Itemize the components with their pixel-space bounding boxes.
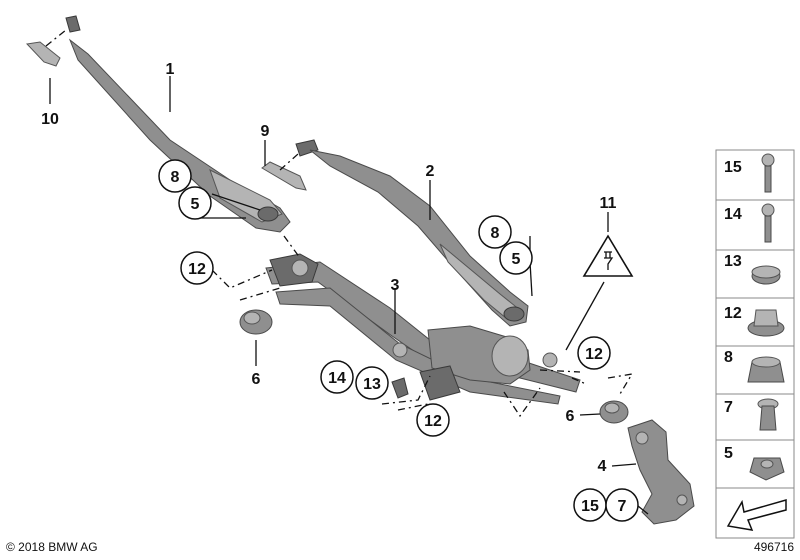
assembly-lines [211, 235, 634, 418]
svg-text:5: 5 [512, 251, 521, 268]
legend-row-15: 15 [715, 149, 795, 201]
callout-15: 15 [573, 488, 607, 522]
svg-text:14: 14 [328, 370, 346, 387]
svg-text:8: 8 [724, 349, 733, 366]
wiper-arm-right [309, 149, 529, 327]
callout-5a: 5 [178, 186, 212, 220]
callout-4: 4 [598, 458, 607, 475]
callout-12a: 12 [180, 251, 214, 285]
callout-9: 9 [261, 123, 270, 140]
legend-row-7: 7 [715, 393, 795, 441]
callout-7: 7 [605, 488, 639, 522]
parts-legend: 15 14 13 12 8 7 [715, 149, 795, 539]
legend-row-5: 5 [715, 439, 795, 489]
wiper-motor [419, 325, 531, 401]
callout-10: 10 [41, 111, 59, 128]
svg-text:12: 12 [585, 346, 603, 363]
callout-14: 14 [320, 360, 354, 394]
blade-clip-right [261, 139, 319, 191]
callout-11: 11 [600, 195, 617, 212]
legend-row-13: 13 [715, 249, 795, 299]
callout-3: 3 [391, 277, 400, 294]
svg-text:7: 7 [618, 498, 627, 515]
blade-clip-left [25, 15, 81, 67]
callout-12c: 12 [416, 403, 450, 437]
svg-text:5: 5 [724, 445, 733, 462]
svg-text:13: 13 [724, 253, 742, 270]
callout-2: 2 [426, 163, 435, 180]
electrical-warning-triangle-icon [582, 234, 634, 277]
legend-row-8: 8 [715, 345, 795, 395]
legend-row-12: 12 [715, 297, 795, 347]
svg-text:12: 12 [724, 305, 742, 322]
svg-text:14: 14 [724, 206, 742, 223]
callout-6b: 6 [566, 408, 575, 425]
callout-12b: 12 [577, 336, 611, 370]
grommet-left [239, 309, 273, 335]
svg-text:8: 8 [171, 169, 180, 186]
travel-direction-arrow-icon [715, 487, 795, 539]
mounting-bracket [627, 419, 695, 525]
wiper-arm-left [68, 38, 291, 233]
callout-6a: 6 [252, 371, 261, 388]
svg-text:15: 15 [724, 159, 742, 176]
callout-13: 13 [355, 366, 389, 400]
callout-1: 1 [166, 61, 175, 78]
legend-row-14: 14 [715, 199, 795, 251]
svg-text:5: 5 [191, 196, 200, 213]
callout-5b: 5 [499, 241, 533, 275]
svg-text:13: 13 [363, 376, 381, 393]
grommet-right [599, 400, 629, 424]
svg-text:7: 7 [724, 399, 733, 416]
copyright-text: © 2018 BMW AG [6, 540, 98, 554]
leader-lines [49, 76, 649, 515]
small-screw [391, 377, 409, 399]
svg-text:8: 8 [491, 225, 500, 242]
callout-8b: 8 [478, 215, 512, 249]
svg-text:15: 15 [581, 498, 599, 515]
callout-8a: 8 [158, 159, 192, 193]
svg-text:12: 12 [188, 261, 206, 278]
diagram-id: 496716 [753, 540, 794, 554]
svg-text:12: 12 [424, 413, 442, 430]
